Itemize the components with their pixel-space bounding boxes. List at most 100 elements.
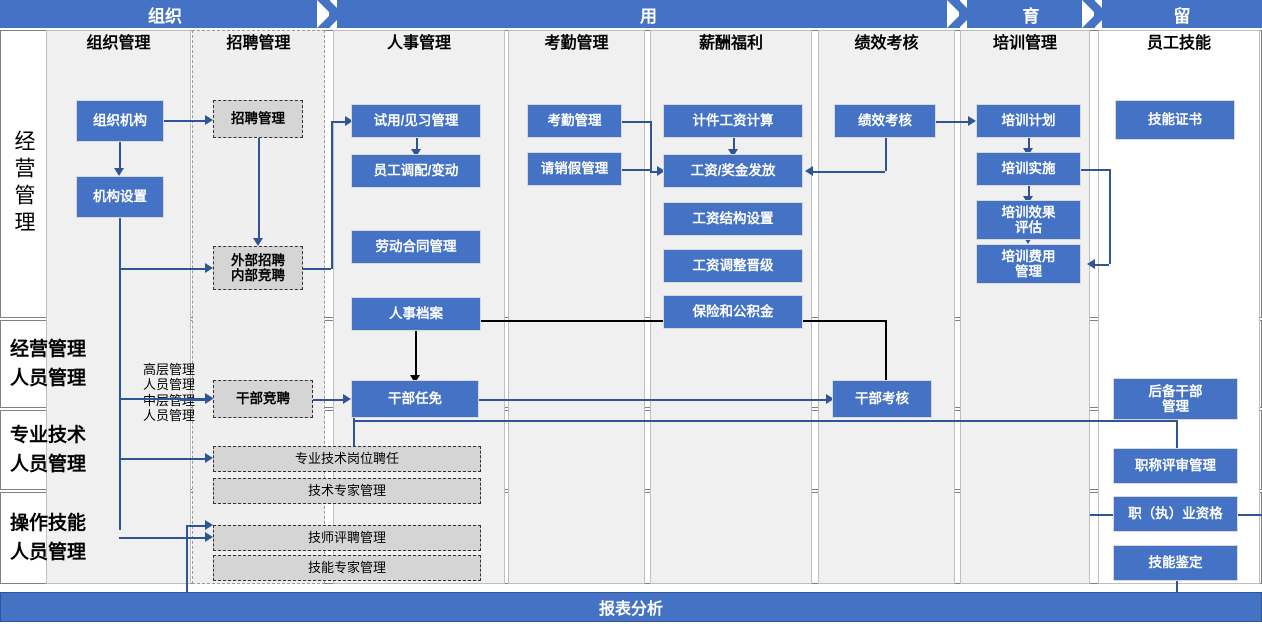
sub-label-line: 高层管理 <box>142 362 195 377</box>
connector-arrow <box>1087 259 1095 269</box>
report-analysis-bar[interactable]: 报表分析 <box>0 592 1262 622</box>
node-label: 组织机构 <box>93 113 147 128</box>
row-label-line2: 人员管理 <box>10 454 87 475</box>
node-title-review[interactable]: 职称评审管理 <box>1113 448 1238 484</box>
node-label-line: 招聘管理 <box>231 111 285 127</box>
node-label: 职（执）业资格 <box>1128 506 1223 521</box>
node-cadre-appoint[interactable]: 干部任免 <box>351 380 479 418</box>
node-label-line: 管理 <box>1162 399 1189 414</box>
node-cadre-assess[interactable]: 干部考核 <box>832 380 932 418</box>
node-labor-contract[interactable]: 劳动合同管理 <box>351 230 481 264</box>
node-train-plan[interactable]: 培训计划 <box>976 104 1081 138</box>
node-recruit-mgmt[interactable]: 招聘管理 <box>213 100 303 138</box>
connector-arrow <box>205 520 213 530</box>
node-staff-transfer[interactable]: 员工调配/变动 <box>351 154 481 188</box>
connector-arrow <box>205 263 213 273</box>
column-header-组织管理: 组织管理 <box>86 35 151 52</box>
node-wage-structure[interactable]: 工资结构设置 <box>663 202 803 236</box>
node-label-line: 机构设置 <box>93 189 147 205</box>
node-label-line: 工资/奖金发放 <box>690 163 776 179</box>
node-performance[interactable]: 绩效考核 <box>834 104 936 138</box>
phase-header-3: 留 <box>1102 0 1262 28</box>
connector-line <box>1090 514 1114 516</box>
node-skill-cert[interactable]: 技能证书 <box>1115 100 1235 140</box>
connector-arrow <box>805 166 813 176</box>
node-label-line: 技师评聘管理 <box>307 529 386 545</box>
node-label: 专业技术岗位聘任 <box>295 451 399 467</box>
node-label: 外部招聘内部竞聘 <box>231 253 285 283</box>
connector-line <box>303 268 331 270</box>
connector-arrow <box>345 116 353 126</box>
connector-line <box>416 138 418 149</box>
node-label-line: 组织机构 <box>93 113 147 129</box>
diagram-grid: 组织管理招聘管理人事管理考勤管理薪酬福利绩效考核培训管理员工技能 经营管理经营管… <box>0 30 1262 613</box>
connector-arrow <box>205 532 213 542</box>
node-label: 劳动合同管理 <box>376 239 457 254</box>
row-label-line1: 操作技能 <box>10 512 87 534</box>
node-cadre-compete[interactable]: 干部竞聘 <box>213 380 313 418</box>
node-attendance[interactable]: 考勤管理 <box>527 104 622 138</box>
node-tech-post-hire[interactable]: 专业技术岗位聘任 <box>213 446 481 472</box>
sub-label-line: 人员管理 <box>142 377 195 393</box>
node-label-line: 评估 <box>1015 220 1042 235</box>
node-skill-expert[interactable]: 技能专家管理 <box>213 555 481 581</box>
connector-line <box>119 268 205 270</box>
node-label-line: 计件工资计算 <box>692 113 774 129</box>
node-label-line: 培训实施 <box>1001 161 1056 177</box>
connector-line <box>1081 169 1109 171</box>
node-label: 技能鉴定 <box>1149 555 1203 570</box>
connector-line <box>650 171 657 173</box>
column-header-培训管理: 培训管理 <box>992 35 1057 52</box>
node-technician-eval[interactable]: 技师评聘管理 <box>213 525 481 551</box>
connector-line <box>810 171 885 173</box>
phase-band: 组织用育留 <box>0 0 1262 28</box>
node-leave-mgmt[interactable]: 请销假管理 <box>527 152 622 186</box>
column-header-员工技能: 员工技能 <box>1146 35 1211 52</box>
connector-line <box>186 525 205 527</box>
phase-label: 组织 <box>148 6 182 26</box>
sub-label-line: 中层管理 <box>142 392 195 408</box>
connector-line <box>258 138 260 238</box>
node-train-cost[interactable]: 培训费用管理 <box>976 244 1081 284</box>
node-label-line: 干部竞聘 <box>236 391 290 407</box>
row-label-line1: 专业技术 <box>10 424 87 446</box>
node-org-structure[interactable]: 组织机构 <box>76 100 164 142</box>
node-label: 培训实施 <box>1002 161 1056 176</box>
column-header-人事管理: 人事管理 <box>386 35 451 52</box>
phase-header-0: 组织 <box>0 0 343 28</box>
node-ext-int-recruit[interactable]: 外部招聘内部竞聘 <box>213 246 303 290</box>
connector-arrow <box>343 394 351 404</box>
connector-line <box>1109 169 1111 264</box>
node-insurance-fund[interactable]: 保险和公积金 <box>663 295 803 329</box>
connector-line <box>331 121 333 269</box>
connector-line <box>415 320 885 322</box>
node-piece-wage[interactable]: 计件工资计算 <box>663 104 803 138</box>
node-trial-mgmt[interactable]: 试用/见习管理 <box>351 104 481 138</box>
column-header-绩效考核: 绩效考核 <box>854 35 919 52</box>
node-label: 干部任免 <box>388 391 442 406</box>
connector-line <box>313 399 343 401</box>
node-train-effect[interactable]: 培训效果评估 <box>976 200 1081 240</box>
node-reserve-cadre[interactable]: 后备干部管理 <box>1113 378 1238 420</box>
node-wage-adjust[interactable]: 工资调整晋级 <box>663 249 803 283</box>
node-label-line: 员工调配/变动 <box>373 163 459 179</box>
node-hr-archive[interactable]: 人事档案 <box>351 297 481 331</box>
node-org-setting[interactable]: 机构设置 <box>76 176 164 218</box>
node-pro-qualification[interactable]: 职（执）业资格 <box>1113 496 1238 532</box>
node-wage-bonus[interactable]: 工资/奖金发放 <box>663 154 803 188</box>
node-label: 技能专家管理 <box>308 560 386 576</box>
node-label-line: 工资调整晋级 <box>692 258 774 274</box>
connector-line <box>331 121 345 123</box>
node-label-line: 技术专家管理 <box>307 482 386 498</box>
connector-arrow <box>205 115 213 125</box>
connector-line <box>353 418 354 420</box>
node-tech-expert[interactable]: 技术专家管理 <box>213 478 481 504</box>
node-train-exec[interactable]: 培训实施 <box>976 152 1081 186</box>
connector-line <box>164 120 205 122</box>
connector-arrow <box>205 394 213 404</box>
node-skill-appraisal[interactable]: 技能鉴定 <box>1113 545 1238 581</box>
node-label-line: 劳动合同管理 <box>375 239 457 255</box>
node-label-line: 培训效果 <box>1001 204 1056 220</box>
connector-arrow <box>410 375 420 383</box>
row-label-line2: 人员管理 <box>10 368 87 389</box>
